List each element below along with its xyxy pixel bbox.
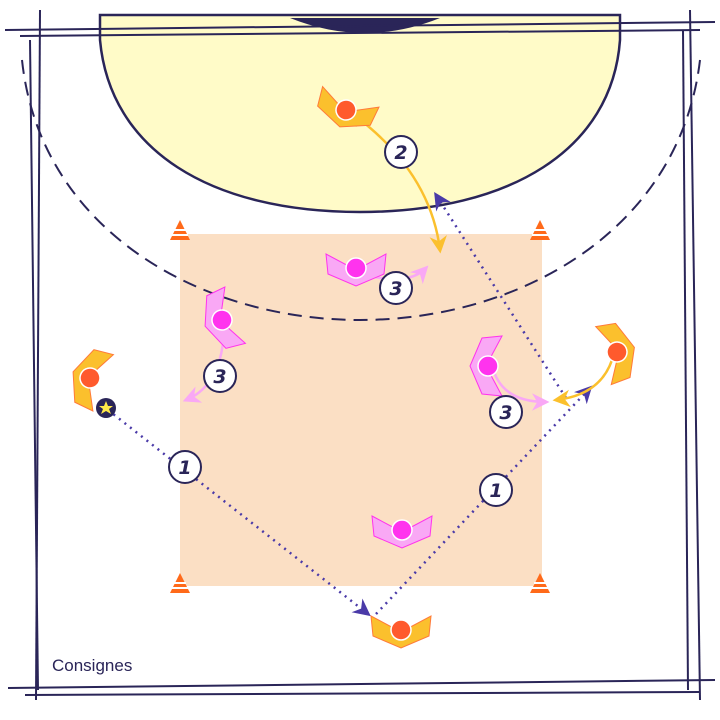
cone-icon: [170, 573, 190, 593]
step-number: 3: [499, 402, 512, 424]
ball-icon: [96, 398, 116, 418]
step-number: 2: [394, 142, 407, 164]
pass-arrow: [375, 385, 593, 615]
cone-icon: [530, 573, 550, 593]
step-markers: 2 3 3 3 1 1: [168, 135, 523, 507]
pass-arrow: [434, 192, 568, 399]
run-arrow: [552, 359, 614, 408]
move-arrow: [492, 371, 550, 411]
practice-square: [180, 234, 542, 586]
step-number: 3: [213, 366, 226, 388]
instructions-label: Consignes: [52, 656, 133, 675]
free-throw-line: [21, 59, 701, 322]
step-number: 1: [489, 480, 502, 502]
step-number: 1: [178, 457, 191, 479]
cones: [170, 220, 550, 593]
attacker-player: [370, 615, 432, 649]
court-border: [4, 9, 716, 701]
run-arrow: [347, 109, 447, 254]
passes: [107, 192, 593, 617]
attacker-player: [594, 317, 643, 386]
step-number: 3: [389, 278, 402, 300]
cone-icon: [530, 220, 550, 240]
cone-icon: [170, 220, 190, 240]
